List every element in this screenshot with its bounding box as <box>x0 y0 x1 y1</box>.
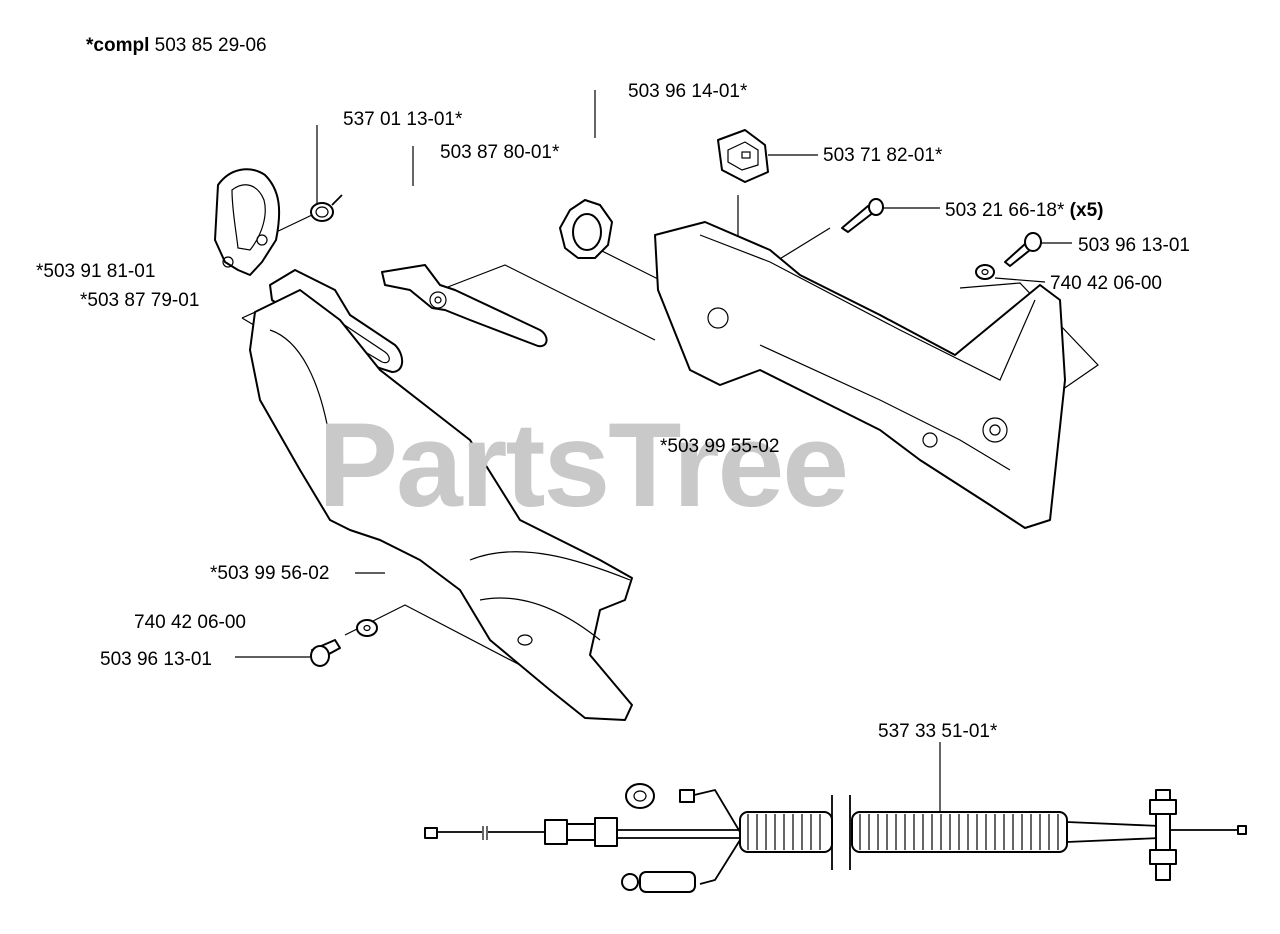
cable-assembly-part <box>424 783 1247 893</box>
spring-part <box>310 194 343 222</box>
label-503-99-56-02[interactable]: *503 99 56-02 <box>210 563 330 584</box>
label-740-42-06-00-left[interactable]: 740 42 06-00 <box>134 612 246 633</box>
ring-part <box>559 199 613 259</box>
quantity: (x5) <box>1069 200 1104 221</box>
screw-washer-right <box>975 232 1042 280</box>
right-handle-half-part <box>654 221 1066 529</box>
part-number: 503 21 66-18* <box>945 200 1065 221</box>
label-503-87-79-01[interactable]: *503 87 79-01 <box>80 290 200 311</box>
label-503-21-66-18[interactable]: 503 21 66-18* (x5) <box>945 201 1103 220</box>
label-503-99-55-02[interactable]: *503 99 55-02 <box>660 436 780 457</box>
label-537-01-13-01[interactable]: 537 01 13-01* <box>343 109 463 130</box>
screw-washer-left <box>310 619 378 667</box>
label-503-87-80-01[interactable]: 503 87 80-01* <box>440 142 560 163</box>
assembly-number: 503 85 29-06 <box>154 35 267 56</box>
left-handle-half-part <box>249 289 633 721</box>
label-503-96-13-01-right[interactable]: 503 96 13-01 <box>1078 235 1190 256</box>
label-537-33-51-01[interactable]: 537 33 51-01* <box>878 721 998 742</box>
assembly-prefix: *compl <box>86 35 150 56</box>
cable-ribs <box>747 814 1059 850</box>
switch-part <box>717 129 769 183</box>
watermark: PartsTree <box>318 398 849 532</box>
label-503-91-81-01[interactable]: *503 91 81-01 <box>36 261 156 282</box>
screw-part <box>841 198 884 233</box>
label-503-96-14-01[interactable]: 503 96 14-01* <box>628 81 748 102</box>
label-503-71-82-01[interactable]: 503 71 82-01* <box>823 145 943 166</box>
label-503-96-13-01-left[interactable]: 503 96 13-01 <box>100 649 212 670</box>
assembly-label: *compl 503 85 29-06 <box>86 36 267 55</box>
bracket-part <box>214 168 281 276</box>
label-740-42-06-00-right[interactable]: 740 42 06-00 <box>1050 273 1162 294</box>
throttle-lever-part <box>381 264 548 348</box>
